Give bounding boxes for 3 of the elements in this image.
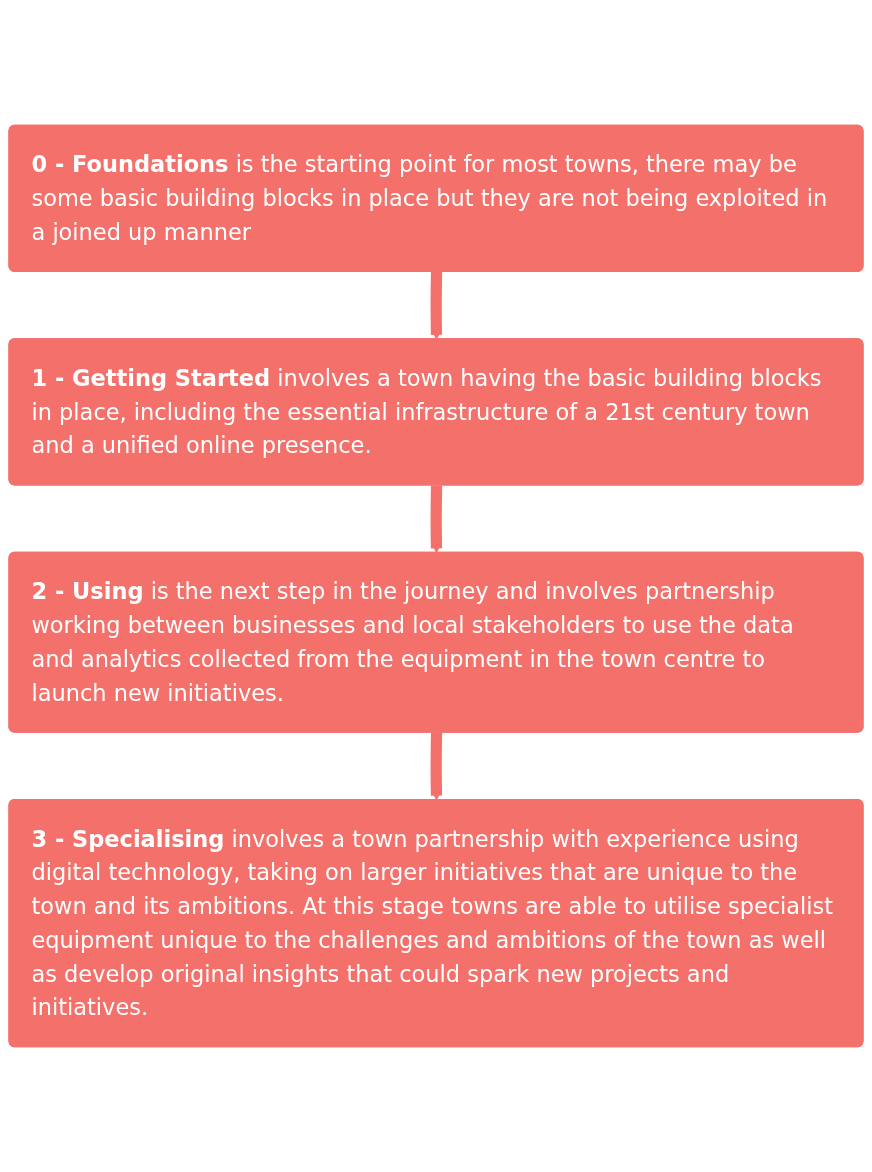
- arrow: [430, 485, 443, 554]
- arrow: [430, 732, 443, 801]
- arrow: [430, 271, 443, 340]
